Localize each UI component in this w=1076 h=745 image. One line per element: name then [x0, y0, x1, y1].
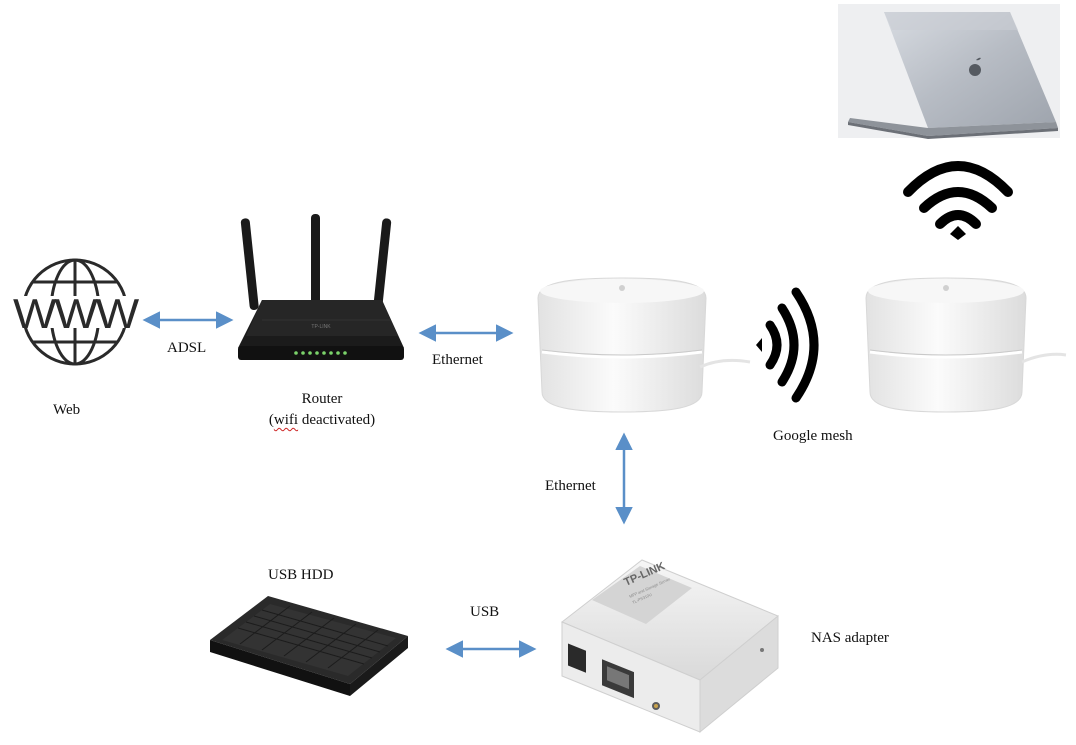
router-label-line1: Router	[301, 391, 343, 407]
usb-label: USB	[470, 604, 500, 620]
nas-adapter-icon: TP-LINK MFP and Storage Server TL-PS310U	[561, 559, 779, 734]
router-label: Router (wifi deactivated)	[252, 389, 392, 431]
router-brand: TP-LINK	[311, 324, 331, 330]
router-label-open: (	[268, 412, 274, 428]
globe-www-icon: WWW	[12, 258, 142, 366]
laptop-icon	[838, 4, 1060, 139]
web-label: Web	[53, 402, 81, 418]
hard-drive-icon	[210, 596, 408, 696]
mesh-point-right-icon	[865, 277, 1067, 413]
wifi-signal-icon	[752, 272, 838, 412]
mesh-label: Google mesh	[773, 428, 853, 444]
router-label-rest: deactivated)	[298, 412, 376, 428]
globe-www-text: WWW	[13, 290, 140, 337]
ethernet-mesh-nas-label: Ethernet	[545, 478, 596, 494]
router-icon: TP-LINK	[238, 214, 404, 360]
nas-label: NAS adapter	[811, 630, 889, 646]
adsl-label: ADSL	[167, 340, 207, 356]
router-label-typo: wifi	[273, 412, 299, 428]
ethernet-router-mesh-label: Ethernet	[432, 352, 483, 368]
router-label-line2: (wifi deactivated)	[252, 410, 392, 431]
hdd-label: USB HDD	[268, 567, 334, 583]
mesh-point-icon	[537, 277, 751, 413]
wifi-icon	[890, 150, 1025, 243]
